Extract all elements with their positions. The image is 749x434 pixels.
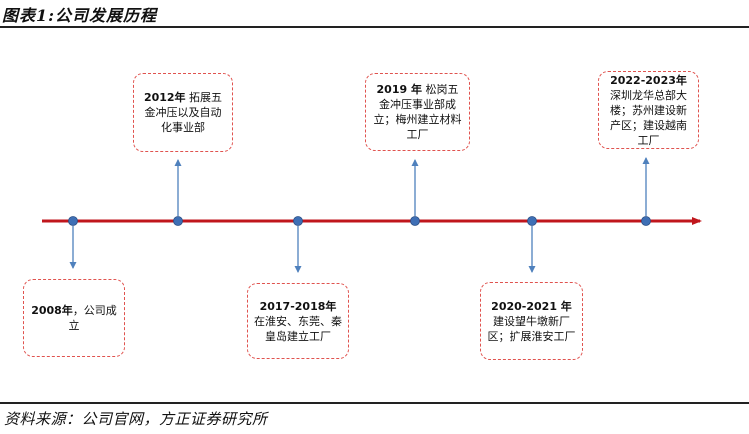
node-2008 — [68, 216, 78, 226]
event-text: 建设望牛墩新厂区；扩展淮安工厂 — [487, 314, 576, 343]
event-year: 2012年 — [143, 91, 186, 104]
bottom-rule — [0, 402, 749, 404]
event-text: 在淮安、东莞、秦皇岛建立工厂 — [254, 314, 342, 343]
event-year: 2019 年 — [376, 83, 422, 96]
event-box-2012: 2012年 拓展五金冲压以及自动化事业部 — [133, 73, 233, 152]
event-box-2020-2021: 2020-2021 年 建设望牛墩新厂区；扩展淮安工厂 — [480, 282, 583, 360]
event-box-2019: 2019 年 松岗五金冲压事业部成立；梅州建立材料工厂 — [365, 73, 470, 151]
event-year: 2017-2018年 — [259, 299, 337, 313]
event-text: 松岗五金冲压事业部成立；梅州建立材料工厂 — [373, 83, 462, 141]
event-box-2022-2023: 2022-2023年 深圳龙华总部大楼；苏州建设新产区；建设越南工厂 — [598, 71, 699, 149]
event-text: 深圳龙华总部大楼；苏州建设新产区；建设越南工厂 — [610, 88, 687, 147]
event-year: 2008年 — [31, 304, 73, 317]
page-title: 图表1:公司发展历程 — [2, 6, 158, 25]
node-2022-2023 — [641, 216, 651, 226]
node-2017-2018 — [293, 216, 303, 226]
event-text: 拓展五金冲压以及自动化事业部 — [144, 91, 223, 134]
node-2019 — [410, 216, 420, 226]
event-year: 2020-2021 年 — [491, 299, 572, 313]
node-2012 — [173, 216, 183, 226]
event-year: 2022-2023年 — [610, 73, 687, 87]
node-2020-2021 — [527, 216, 537, 226]
top-rule — [0, 26, 749, 28]
event-box-2008: 2008年，公司成立 — [23, 279, 125, 357]
event-box-2017-2018: 2017-2018年 在淮安、东莞、秦皇岛建立工厂 — [247, 283, 349, 359]
event-text: ，公司成立 — [68, 304, 117, 332]
source-note: 资料来源：公司官网，方正证券研究所 — [4, 410, 268, 428]
